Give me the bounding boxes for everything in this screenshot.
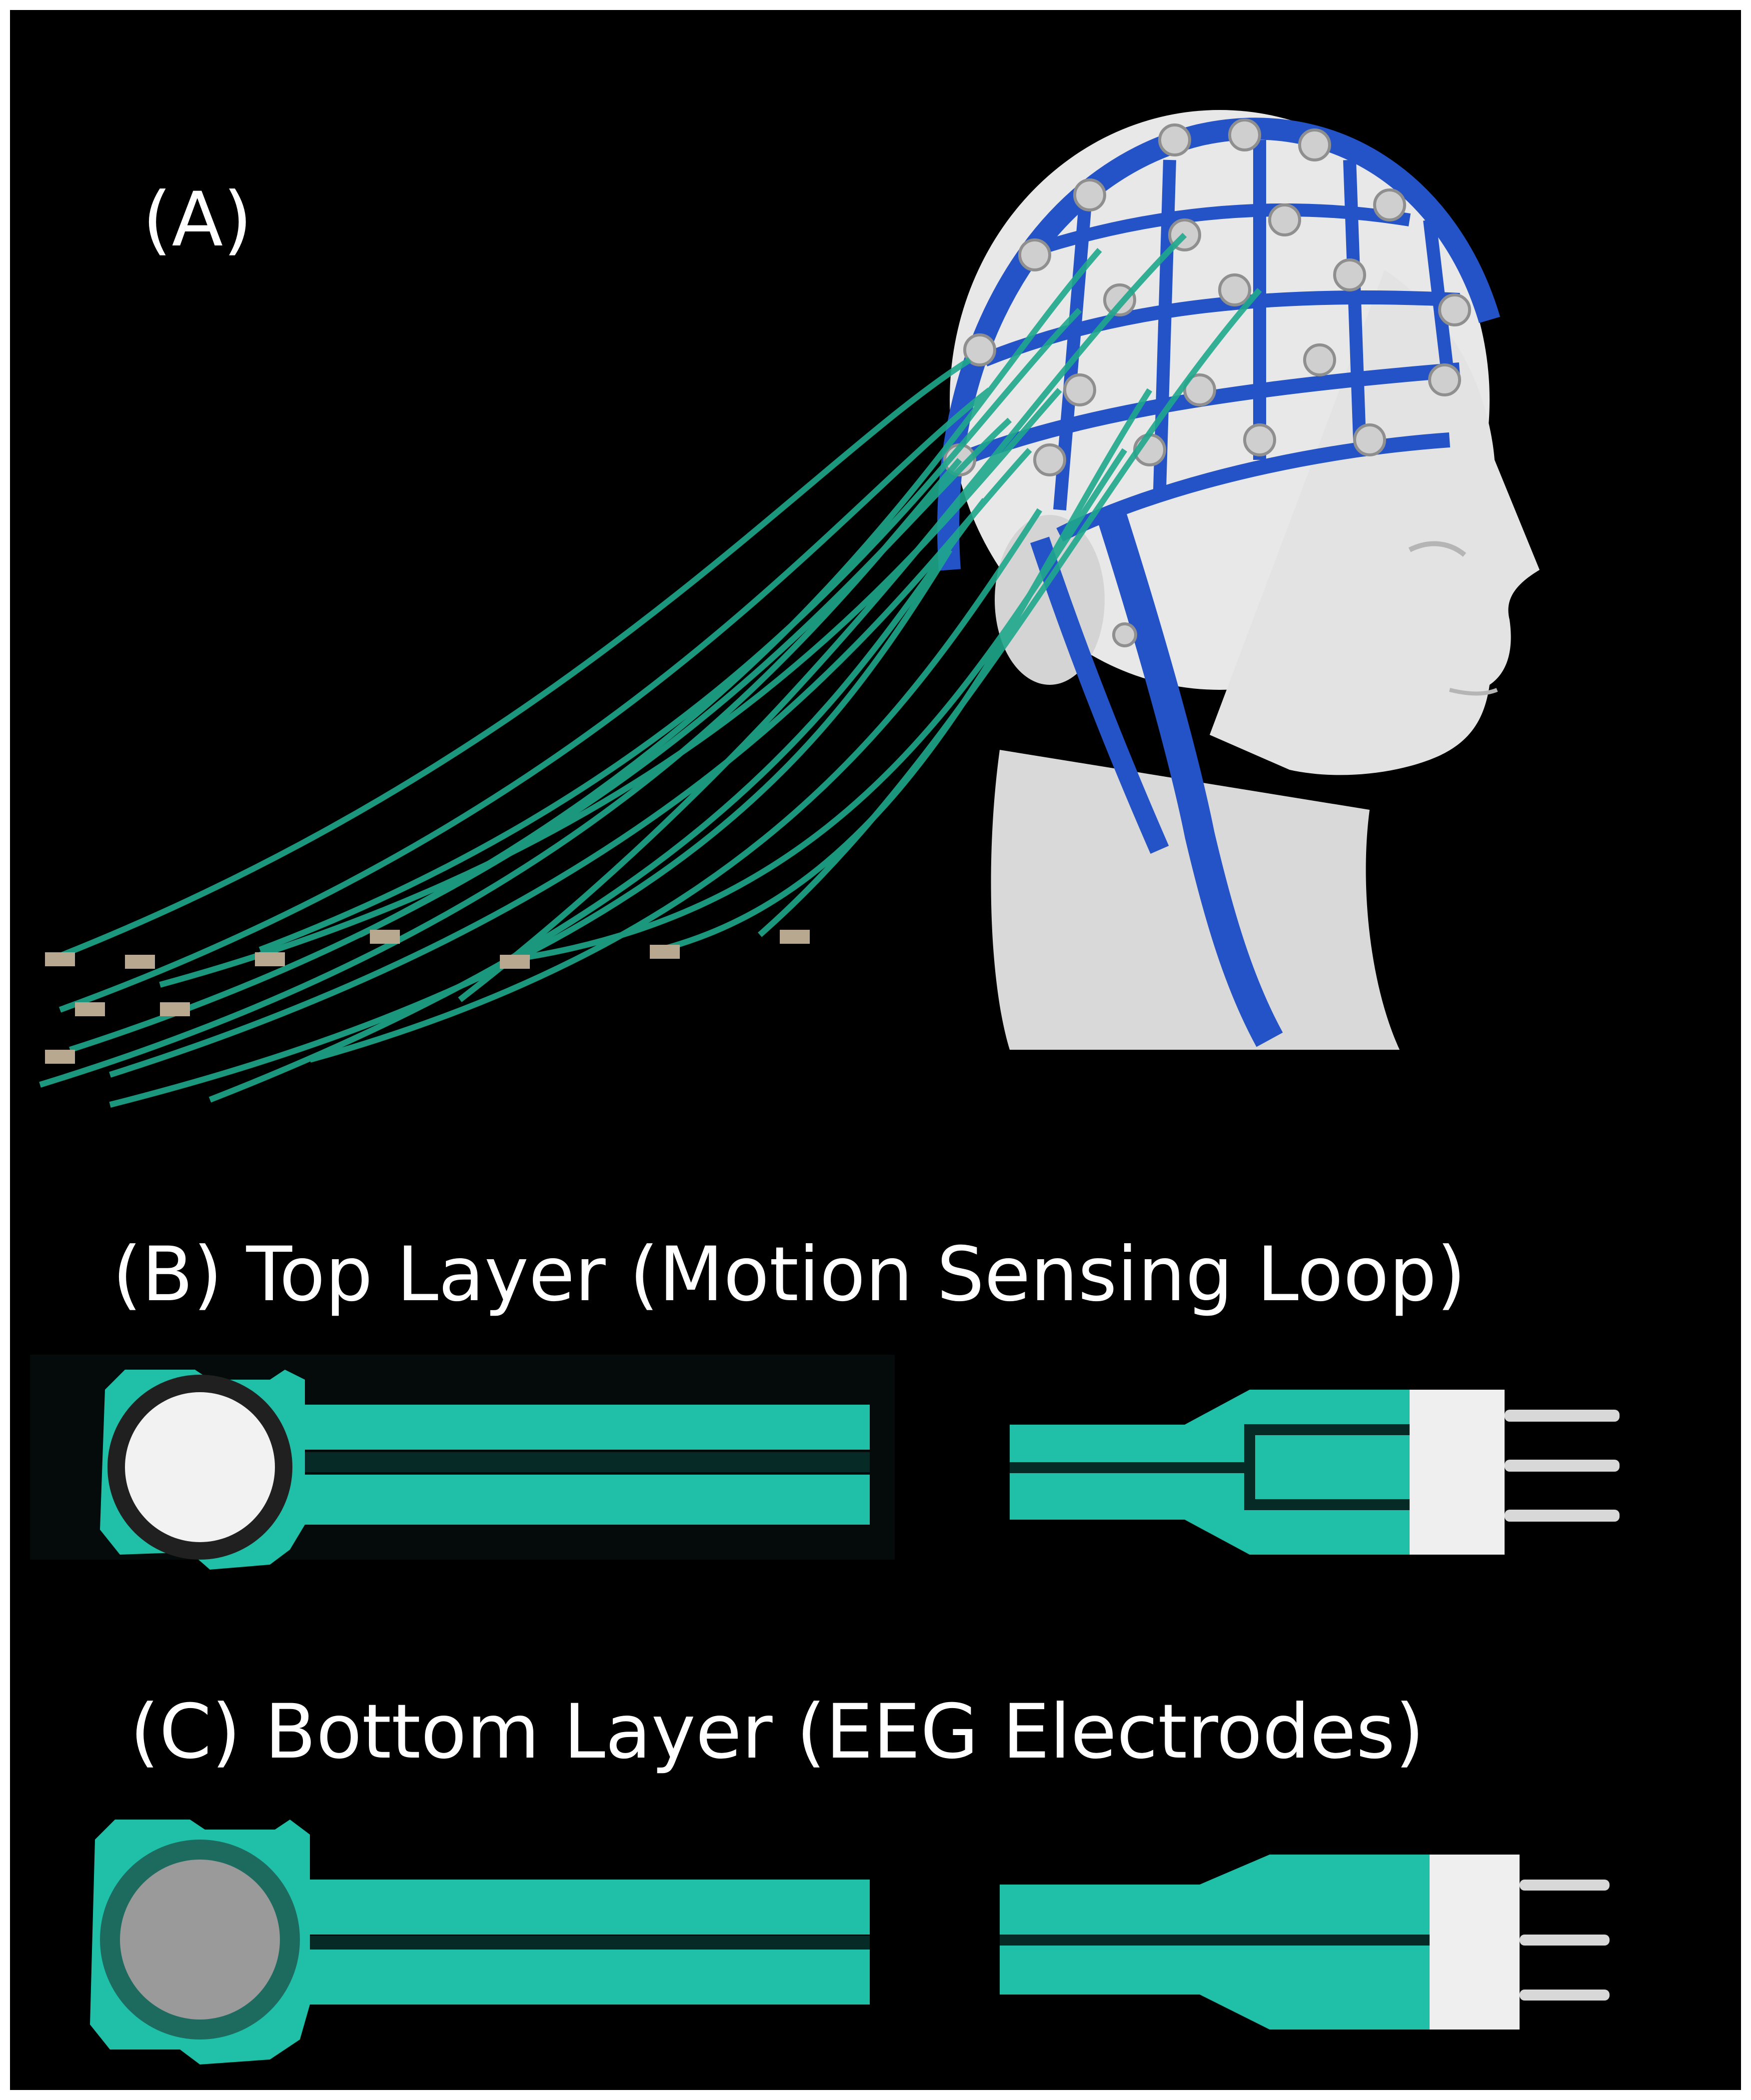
top-layer-pcb-right xyxy=(1010,1390,1620,1555)
figure: (A) (B) Top Layer (Motion Sensing Loop) … xyxy=(10,10,1741,2090)
panel-a-photo xyxy=(39,110,1540,1108)
eeg-cap xyxy=(937,117,1501,1047)
panel-a-label: (A) xyxy=(142,176,252,263)
top-layer-pcb-left xyxy=(30,1355,895,1570)
electrode-lead-wires xyxy=(39,232,1262,1108)
wire-connector-pins xyxy=(45,930,810,1064)
bottom-layer-pcb-right xyxy=(1000,1855,1610,2030)
electrode-sites xyxy=(943,118,1471,647)
panel-c-label: (C) Bottom Layer (EEG Electrodes) xyxy=(130,1689,1425,1776)
panel-b-label: (B) Top Layer (Motion Sensing Loop) xyxy=(112,1231,1466,1318)
bottom-layer-pcb-left xyxy=(90,1820,870,2065)
